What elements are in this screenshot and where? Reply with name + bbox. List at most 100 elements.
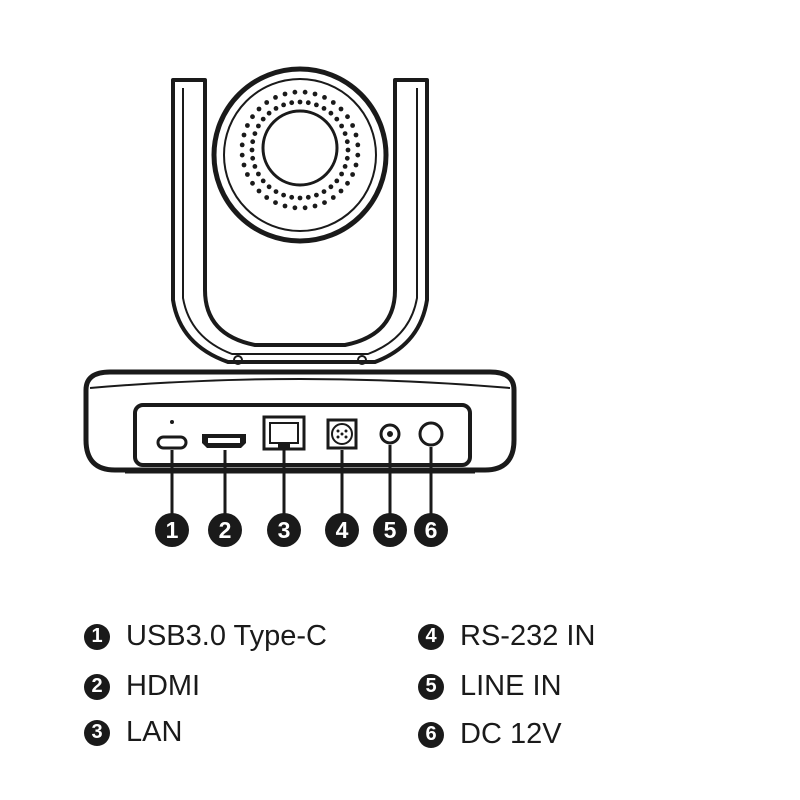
ir-led-dot xyxy=(355,142,361,148)
ir-led-dot xyxy=(297,99,303,105)
legend-number-4: 4 xyxy=(418,623,444,650)
ir-led-dot xyxy=(302,205,308,211)
legend-number-3: 3 xyxy=(84,719,110,746)
callout-6: 6 xyxy=(414,513,448,547)
ir-led-dot xyxy=(250,139,256,145)
ir-led-dot xyxy=(314,192,319,198)
ir-led-dot xyxy=(273,95,278,100)
ir-led-dot xyxy=(273,200,278,206)
ir-led-dot xyxy=(256,171,261,177)
ir-led-dot xyxy=(338,106,344,112)
callout-2: 2 xyxy=(208,513,242,547)
ir-led-dot xyxy=(273,189,279,195)
port-lan xyxy=(262,415,306,451)
ir-led-dot xyxy=(321,106,327,111)
ir-led-dot xyxy=(241,162,247,168)
ir-led-dot xyxy=(260,116,266,122)
callout-1: 1 xyxy=(155,513,189,547)
port-line-in xyxy=(379,423,401,445)
callout-5-number: 5 xyxy=(384,517,397,543)
ir-led-dot xyxy=(345,147,351,153)
callout-4-number: 4 xyxy=(336,517,349,543)
leader-lines xyxy=(170,445,433,514)
ir-led-dot xyxy=(292,205,298,211)
ir-led-dot xyxy=(350,172,355,177)
legend-number-5: 5 xyxy=(418,673,444,700)
ir-led-dot xyxy=(328,184,334,190)
callout-2-number: 2 xyxy=(219,517,232,543)
legend-label-lan: LAN xyxy=(126,716,183,748)
ir-led-dot xyxy=(289,194,295,200)
ir-led-dot xyxy=(321,189,327,195)
ir-led-dot xyxy=(322,95,327,100)
ir-led-dot xyxy=(266,184,272,190)
ir-led-dot xyxy=(302,89,308,95)
ir-led-dot xyxy=(289,100,295,106)
ir-led-dot xyxy=(266,110,272,116)
ir-led-dot xyxy=(355,152,361,158)
ir-led-dot xyxy=(345,180,350,186)
legend-label-hdmi: HDMI xyxy=(126,670,201,702)
ir-led-dot xyxy=(345,114,350,120)
ir-led-dot xyxy=(250,114,255,120)
ir-led-dot xyxy=(252,131,258,137)
ir-led-dot xyxy=(264,195,270,200)
legend-number-6: 6 xyxy=(418,721,444,748)
legend-item-hdmi: 2 HDMI xyxy=(84,670,200,703)
ir-led-dot xyxy=(282,91,288,97)
legend-label-rs232: RS-232 IN xyxy=(460,620,596,652)
ir-led-dot xyxy=(297,195,303,201)
ir-led-dot xyxy=(314,102,319,108)
ir-led-dot xyxy=(250,155,256,161)
ir-led-dot xyxy=(334,178,340,184)
ir-led-dot xyxy=(330,100,336,105)
ir-led-dot xyxy=(344,155,350,161)
camera-head xyxy=(211,66,389,244)
legend-label-usb: USB3.0 Type-C xyxy=(126,620,327,652)
callout-3: 3 xyxy=(267,513,301,547)
legend-number-1: 1 xyxy=(84,623,110,650)
callout-1-number: 1 xyxy=(166,517,179,543)
ir-led-dot xyxy=(328,110,334,116)
legend-item-usb: 1 USB3.0 Type-C xyxy=(84,620,327,653)
ir-led-dot xyxy=(312,91,318,97)
ir-led-dot xyxy=(305,194,311,200)
ir-led-dot xyxy=(334,116,340,122)
camera-base xyxy=(83,369,517,474)
callout-3-number: 3 xyxy=(278,517,291,543)
ir-led-dot xyxy=(245,172,250,177)
callout-5: 5 xyxy=(373,513,407,547)
ir-led-dot xyxy=(260,178,266,184)
ir-led-ring xyxy=(239,89,361,211)
ir-led-dot xyxy=(249,147,255,153)
ir-led-dot xyxy=(239,152,245,158)
ir-led-dot xyxy=(281,192,286,198)
legend-item-lan: 3 LAN xyxy=(84,716,182,749)
ir-led-dot xyxy=(350,123,355,128)
ir-led-dot xyxy=(339,171,344,177)
ir-led-dot xyxy=(239,142,245,148)
ir-led-dot xyxy=(250,180,255,186)
ir-led-dot xyxy=(338,188,344,194)
camera-lens xyxy=(261,109,339,187)
port-rs232 xyxy=(326,418,358,450)
ir-led-dot xyxy=(342,131,348,137)
ir-led-dot xyxy=(241,132,247,138)
ir-led-dot xyxy=(353,132,359,138)
callout-6-number: 6 xyxy=(425,517,438,543)
port-hdmi xyxy=(202,434,246,448)
ir-led-dot xyxy=(256,123,261,129)
ir-led-dot xyxy=(292,89,298,95)
ir-led-dot xyxy=(273,106,279,111)
ir-led-dot xyxy=(344,139,350,145)
ir-led-dot xyxy=(256,188,262,194)
ir-led-dot xyxy=(353,162,359,168)
ir-led-dot xyxy=(312,203,318,209)
ir-led-dot xyxy=(264,100,270,105)
camera-yoke xyxy=(171,78,429,365)
ir-led-dot xyxy=(342,164,348,169)
ir-led-dot xyxy=(339,123,344,129)
legend-number-2: 2 xyxy=(84,673,110,700)
ir-led-dot xyxy=(245,123,250,128)
